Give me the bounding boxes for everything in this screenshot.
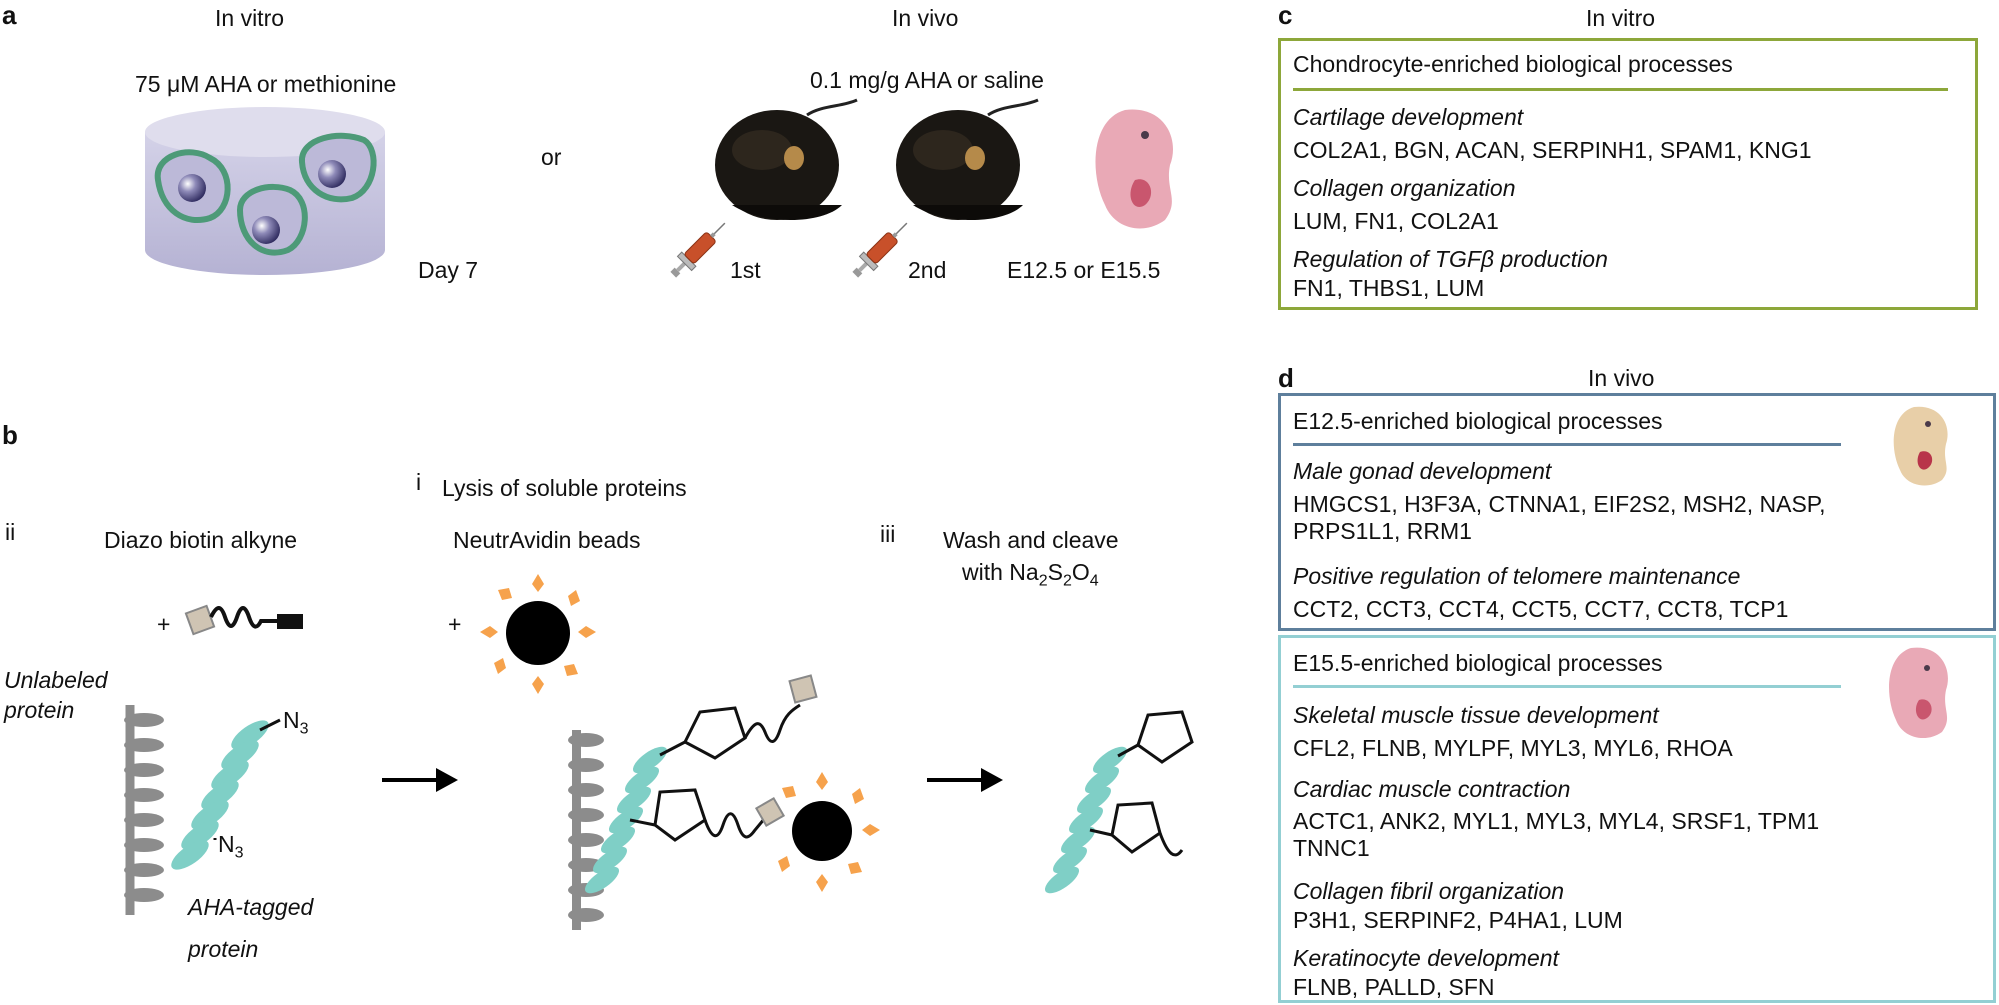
e15-embryo-icon xyxy=(1889,647,1948,739)
gene-list: CFL2, FLNB, MYLPF, MYL3, MYL6, RHOA xyxy=(1293,735,1733,761)
go-term: Positive regulation of telomere maintena… xyxy=(1293,563,1741,589)
chondrocyte-box-header: Chondrocyte-enriched biological processe… xyxy=(1293,51,1733,77)
in-vivo-title: In vivo xyxy=(892,5,959,31)
n3-label-bottom: N3 xyxy=(218,831,244,862)
diazo-biotin-alkyne-icon xyxy=(184,604,303,636)
panel-d-label: d xyxy=(1278,363,1294,393)
chondrocyte-header-rule xyxy=(1293,88,1948,91)
first-injection-label: 1st xyxy=(730,257,761,283)
gene-list: FN1, THBS1, LUM xyxy=(1293,275,1485,301)
go-term: Collagen organization xyxy=(1293,175,1516,201)
syringe-2-icon xyxy=(852,222,908,278)
e15-box-header: E15.5-enriched biological processes xyxy=(1293,650,1663,676)
plus-sign-2: + xyxy=(448,611,462,637)
syringe-1-icon xyxy=(670,222,726,278)
neutravidin-bead-icon xyxy=(480,574,596,694)
plus-sign-1: + xyxy=(157,611,171,637)
or-text: or xyxy=(541,144,562,170)
arrow-right-icon-2 xyxy=(927,768,1003,792)
e12-embryo-icon xyxy=(1893,406,1948,486)
e12-box-header: E12.5-enriched biological processes xyxy=(1293,408,1663,434)
step-iii-number: iii xyxy=(880,521,896,547)
go-term: Male gonad development xyxy=(1293,458,1552,484)
in-vitro-title: In vitro xyxy=(215,5,285,31)
unlabeled-protein-line1: Unlabeled xyxy=(4,667,108,693)
unlabeled-protein-helix xyxy=(124,705,164,915)
e15-header-rule xyxy=(1293,685,1841,688)
gene-list: CCT2, CCT3, CCT4, CCT5, CCT7, CCT8, TCP1 xyxy=(1293,596,1789,622)
neutravidin-beads-label: NeutrAvidin beads xyxy=(453,527,641,553)
e12-processes-box: E12.5-enriched biological processes Male… xyxy=(1278,393,1996,631)
panel-a-label: a xyxy=(2,0,17,30)
cleaved-protein-product xyxy=(1044,710,1194,894)
aha-tagged-protein-line2: protein xyxy=(188,936,259,962)
step-ii-text: Diazo biotin alkyne xyxy=(104,527,298,553)
gene-list: COL2A1, BGN, ACAN, SERPINH1, SPAM1, KNG1 xyxy=(1293,137,1812,163)
panel-d-title: In vivo xyxy=(1588,365,1655,391)
panel-c-title: In vitro xyxy=(1586,5,1656,31)
gene-list: LUM, FN1, COL2A1 xyxy=(1293,208,1499,234)
go-term: Skeletal muscle tissue development xyxy=(1293,702,1659,728)
culture-dish-illustration xyxy=(145,107,385,275)
e15-processes-box: E15.5-enriched biological processes Skel… xyxy=(1278,635,1996,1003)
panel-b-label: b xyxy=(2,420,18,450)
mouse-2-illustration xyxy=(896,98,1039,220)
panel-c-label: c xyxy=(1278,0,1293,30)
step-i-text: Lysis of soluble proteins xyxy=(442,475,687,501)
step-iii-line1: Wash and cleave xyxy=(943,527,1119,553)
aha-tagged-protein-line1: AHA-tagged xyxy=(188,894,314,920)
go-term: Keratinocyte development xyxy=(1293,945,1559,971)
gene-list: PRPS1L1, RRM1 xyxy=(1293,518,1472,544)
gene-list: P3H1, SERPINF2, P4HA1, LUM xyxy=(1293,907,1623,933)
embryo-stage-label: E12.5 or E15.5 xyxy=(1007,257,1161,283)
arrow-right-icon-1 xyxy=(382,768,458,792)
day-label: Day 7 xyxy=(418,257,479,283)
go-term: Regulation of TGFβ production xyxy=(1293,246,1608,272)
captured-protein-complex xyxy=(568,674,880,930)
gene-list: TNNC1 xyxy=(1293,835,1370,861)
go-term: Cardiac muscle contraction xyxy=(1293,776,1571,802)
mouse-1-illustration xyxy=(715,98,858,220)
gene-list: FLNB, PALLD, SFN xyxy=(1293,974,1495,1000)
second-injection-label: 2nd xyxy=(908,257,947,283)
gene-list: ACTC1, ANK2, MYL1, MYL3, MYL4, SRSF1, TP… xyxy=(1293,808,1820,834)
chondrocyte-processes-box: Chondrocyte-enriched biological processe… xyxy=(1278,38,1978,310)
unlabeled-protein-line2: protein xyxy=(4,697,75,723)
e12-header-rule xyxy=(1293,443,1841,446)
go-term: Cartilage development xyxy=(1293,104,1524,130)
go-term: Collagen fibril organization xyxy=(1293,878,1565,904)
n3-label-top: N3 xyxy=(283,707,309,738)
in-vivo-condition: 0.1 mg/g AHA or saline xyxy=(810,67,1044,93)
gene-list: HMGCS1, H3F3A, CTNNA1, EIF2S2, MSH2, NAS… xyxy=(1293,491,1826,517)
embryo-illustration xyxy=(1095,109,1173,229)
in-vitro-condition: 75 μM AHA or methionine xyxy=(135,71,397,97)
aha-tagged-protein-helix xyxy=(171,718,281,870)
step-i-number: i xyxy=(416,469,422,495)
step-ii-number: ii xyxy=(5,519,16,545)
step-iii-line2: with Na2S2O4 xyxy=(962,559,1099,590)
